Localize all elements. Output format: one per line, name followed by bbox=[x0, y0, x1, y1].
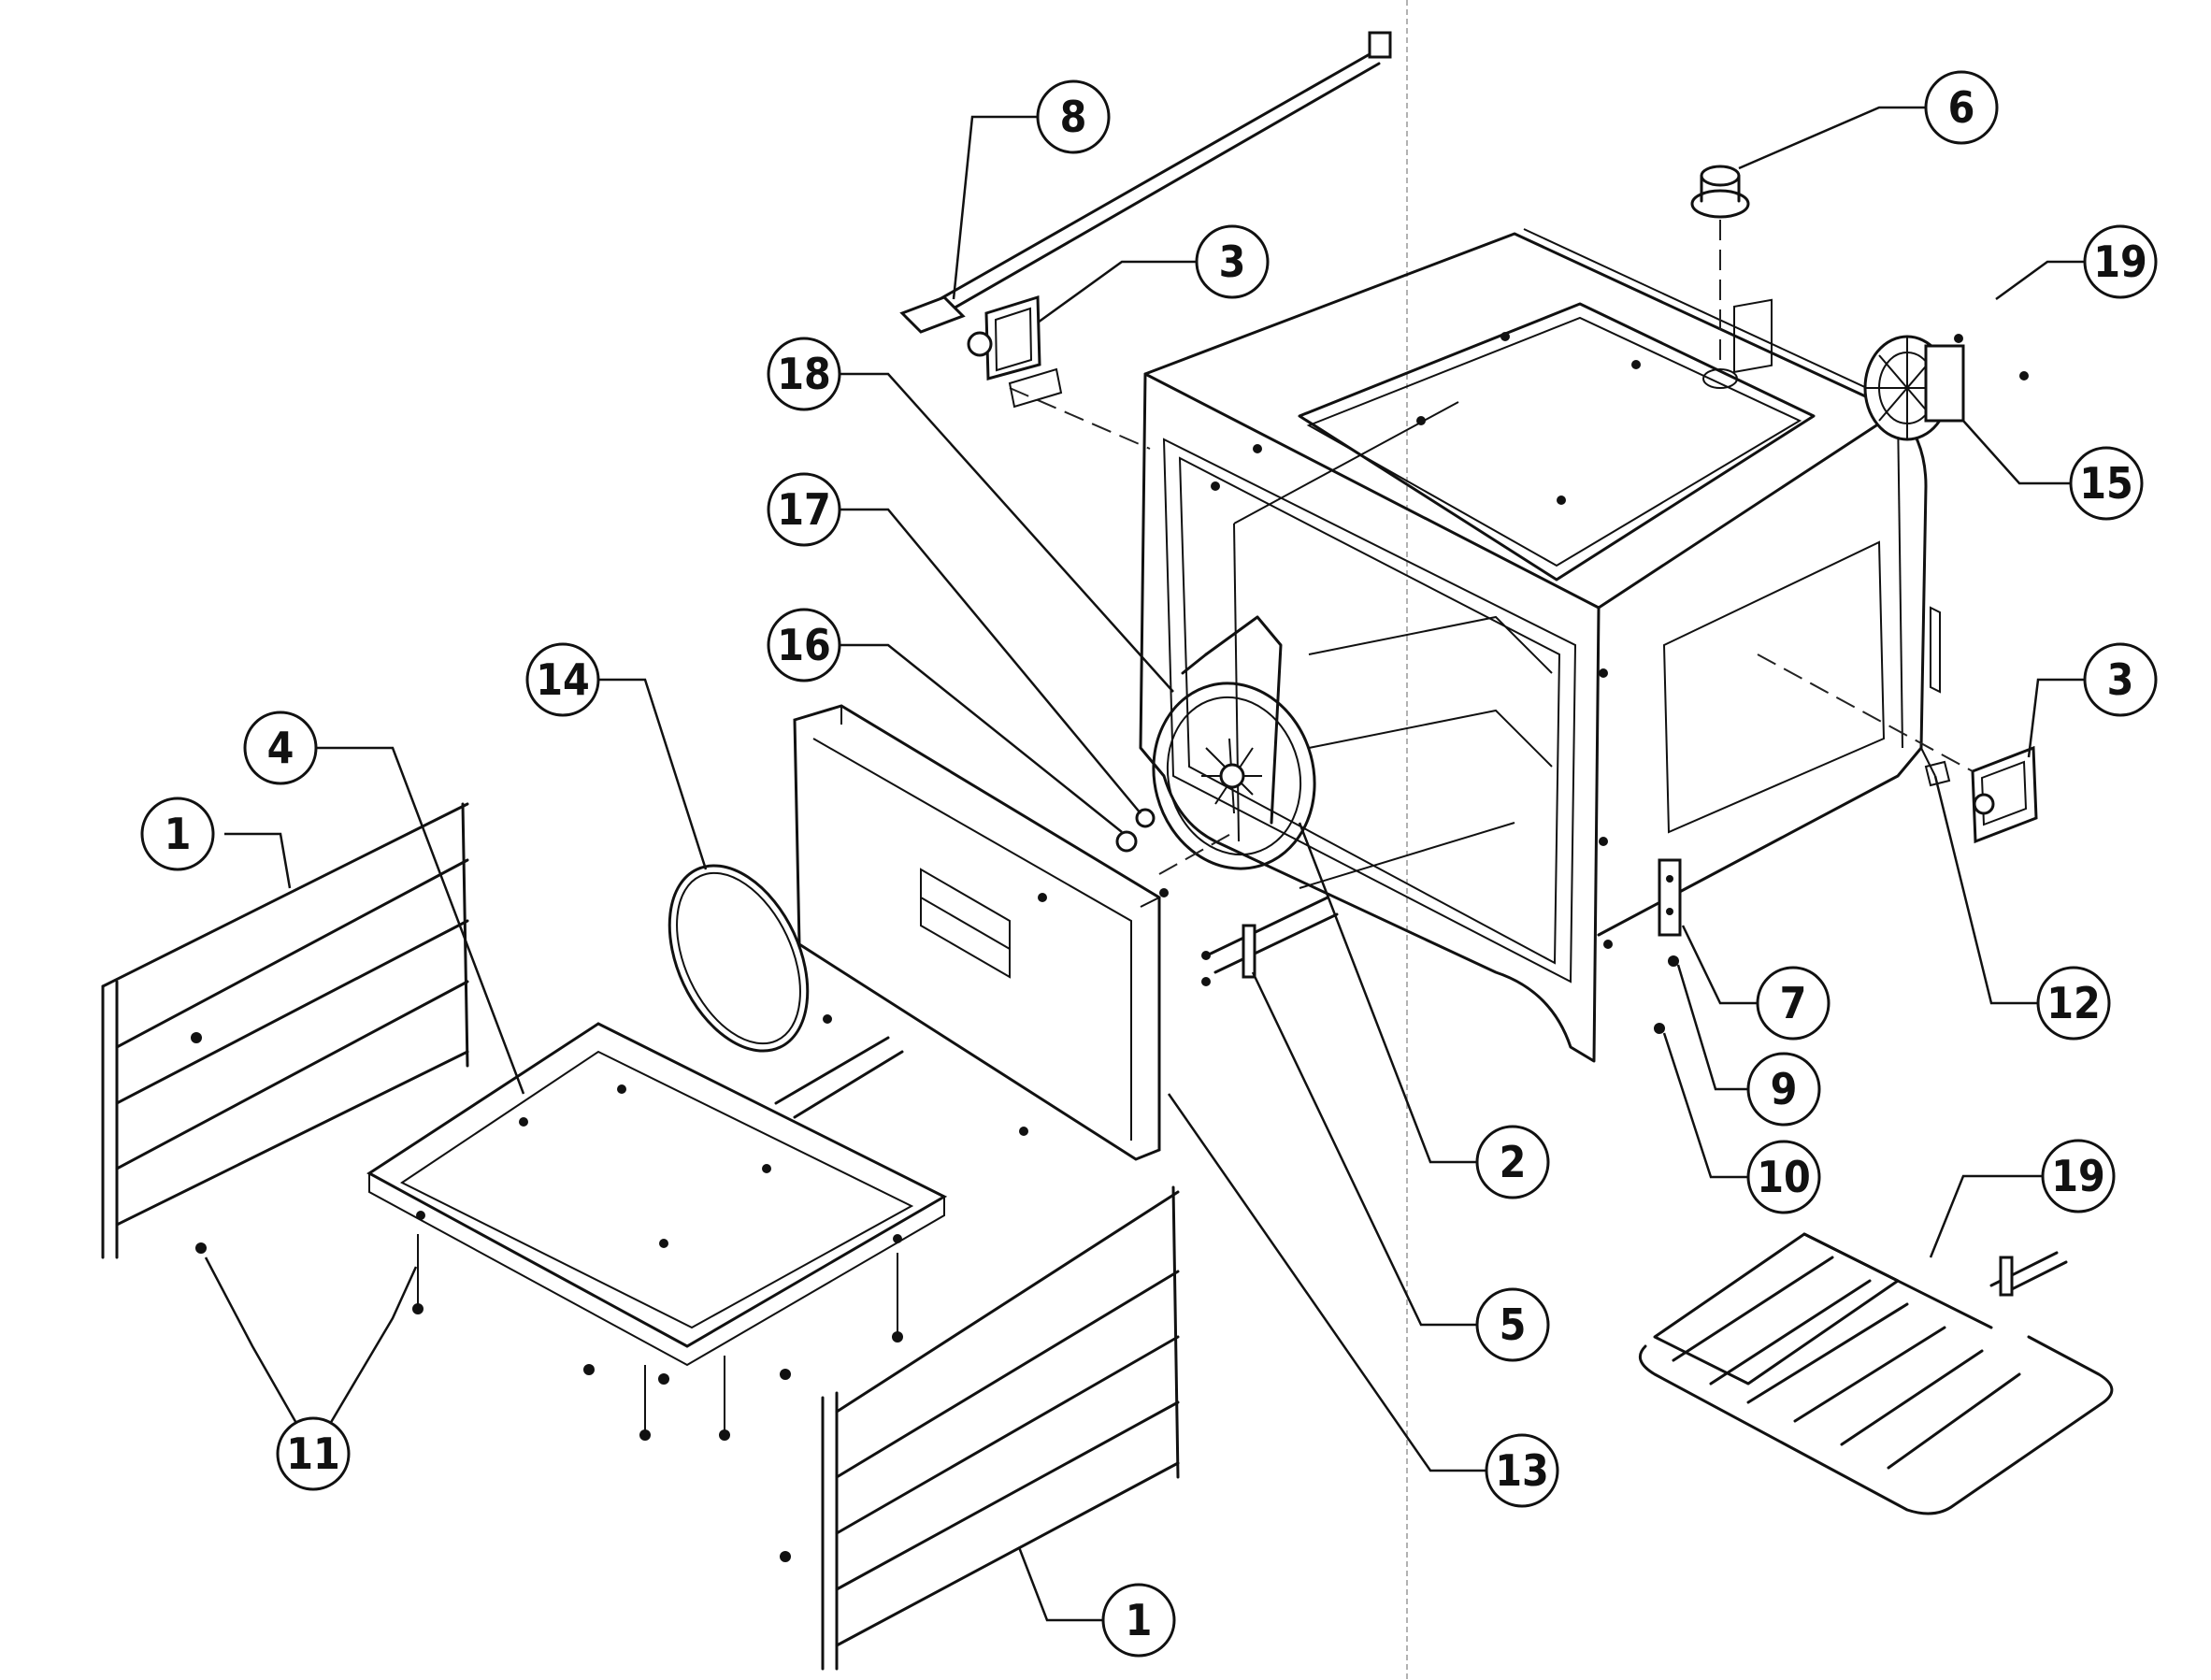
callout-1-right: 1 bbox=[1101, 1583, 1176, 1658]
callout-13: 13 bbox=[1485, 1433, 1559, 1508]
part-15-fan-motor bbox=[1863, 334, 2029, 441]
part-9-screw bbox=[1668, 955, 1679, 967]
part-17-washer bbox=[1135, 808, 1156, 828]
part-8-wire-harness bbox=[899, 31, 1392, 334]
svg-text:3: 3 bbox=[2107, 654, 2134, 705]
callout-11: 11 bbox=[276, 1416, 351, 1491]
callout-10: 10 bbox=[1746, 1140, 1821, 1214]
part-7-hinge bbox=[1658, 858, 1682, 937]
callout-14: 14 bbox=[525, 642, 600, 717]
svg-text:13: 13 bbox=[1495, 1445, 1549, 1496]
part-6-knob bbox=[1690, 165, 1750, 219]
svg-text:16: 16 bbox=[777, 620, 831, 670]
part-14-gasket bbox=[668, 864, 810, 1053]
callout-8: 8 bbox=[1036, 79, 1111, 154]
svg-text:3: 3 bbox=[1219, 237, 1246, 287]
part-3-switch-top bbox=[967, 294, 1041, 381]
svg-text:15: 15 bbox=[2079, 458, 2133, 509]
svg-text:18: 18 bbox=[777, 349, 831, 399]
svg-text:17: 17 bbox=[777, 484, 831, 535]
callout-5: 5 bbox=[1475, 1287, 1550, 1362]
part-3-switch-right bbox=[1971, 745, 2038, 844]
callout-2: 2 bbox=[1475, 1125, 1550, 1199]
part-1-rack-left bbox=[101, 802, 469, 1259]
callout-17: 17 bbox=[767, 472, 841, 547]
callout-16: 16 bbox=[767, 608, 841, 682]
svg-text:10: 10 bbox=[1757, 1152, 1811, 1202]
callout-19-top: 19 bbox=[2083, 224, 2158, 299]
svg-text:5: 5 bbox=[1500, 1299, 1527, 1350]
svg-text:12: 12 bbox=[2046, 978, 2101, 1028]
svg-text:2: 2 bbox=[1500, 1137, 1527, 1187]
part-16-nut bbox=[1115, 830, 1138, 853]
callout-3-right: 3 bbox=[2083, 642, 2158, 717]
svg-text:14: 14 bbox=[536, 654, 590, 705]
svg-text:11: 11 bbox=[286, 1429, 340, 1479]
svg-text:4: 4 bbox=[267, 723, 294, 773]
callout-4: 4 bbox=[243, 711, 318, 785]
part-11-screws-bottom bbox=[195, 1234, 903, 1441]
part-2-fan-assembly bbox=[1152, 615, 1316, 870]
leader-lines bbox=[204, 106, 2085, 1622]
svg-text:1: 1 bbox=[1126, 1595, 1153, 1645]
callout-1-left: 1 bbox=[140, 797, 215, 871]
top-port-hole bbox=[1702, 368, 1738, 389]
svg-text:7: 7 bbox=[1780, 978, 1807, 1028]
callout-15: 15 bbox=[2069, 446, 2144, 521]
callout-3-top: 3 bbox=[1195, 224, 1270, 299]
part-1-rack-right bbox=[780, 1185, 1180, 1671]
callout-9: 9 bbox=[1746, 1052, 1821, 1127]
part-19-grill-element bbox=[1638, 1232, 2114, 1515]
callout-18: 18 bbox=[767, 337, 841, 411]
svg-text:19: 19 bbox=[2093, 237, 2147, 287]
oven-cavity bbox=[1139, 228, 1941, 1063]
svg-text:6: 6 bbox=[1948, 82, 1975, 133]
svg-text:1: 1 bbox=[165, 809, 192, 859]
part-10-screw bbox=[1654, 1023, 1665, 1034]
callout-19-bottom: 19 bbox=[2041, 1139, 2116, 1213]
callout-12: 12 bbox=[2036, 966, 2111, 1041]
part-5-bracket bbox=[1201, 896, 1339, 986]
callout-6: 6 bbox=[1924, 70, 1999, 145]
part-13-back-panel bbox=[793, 704, 1169, 1161]
callout-7: 7 bbox=[1756, 966, 1831, 1041]
svg-text:19: 19 bbox=[2051, 1151, 2105, 1201]
svg-text:8: 8 bbox=[1060, 92, 1087, 142]
part-4-bottom-plate bbox=[366, 1014, 1028, 1367]
svg-text:9: 9 bbox=[1771, 1064, 1798, 1114]
